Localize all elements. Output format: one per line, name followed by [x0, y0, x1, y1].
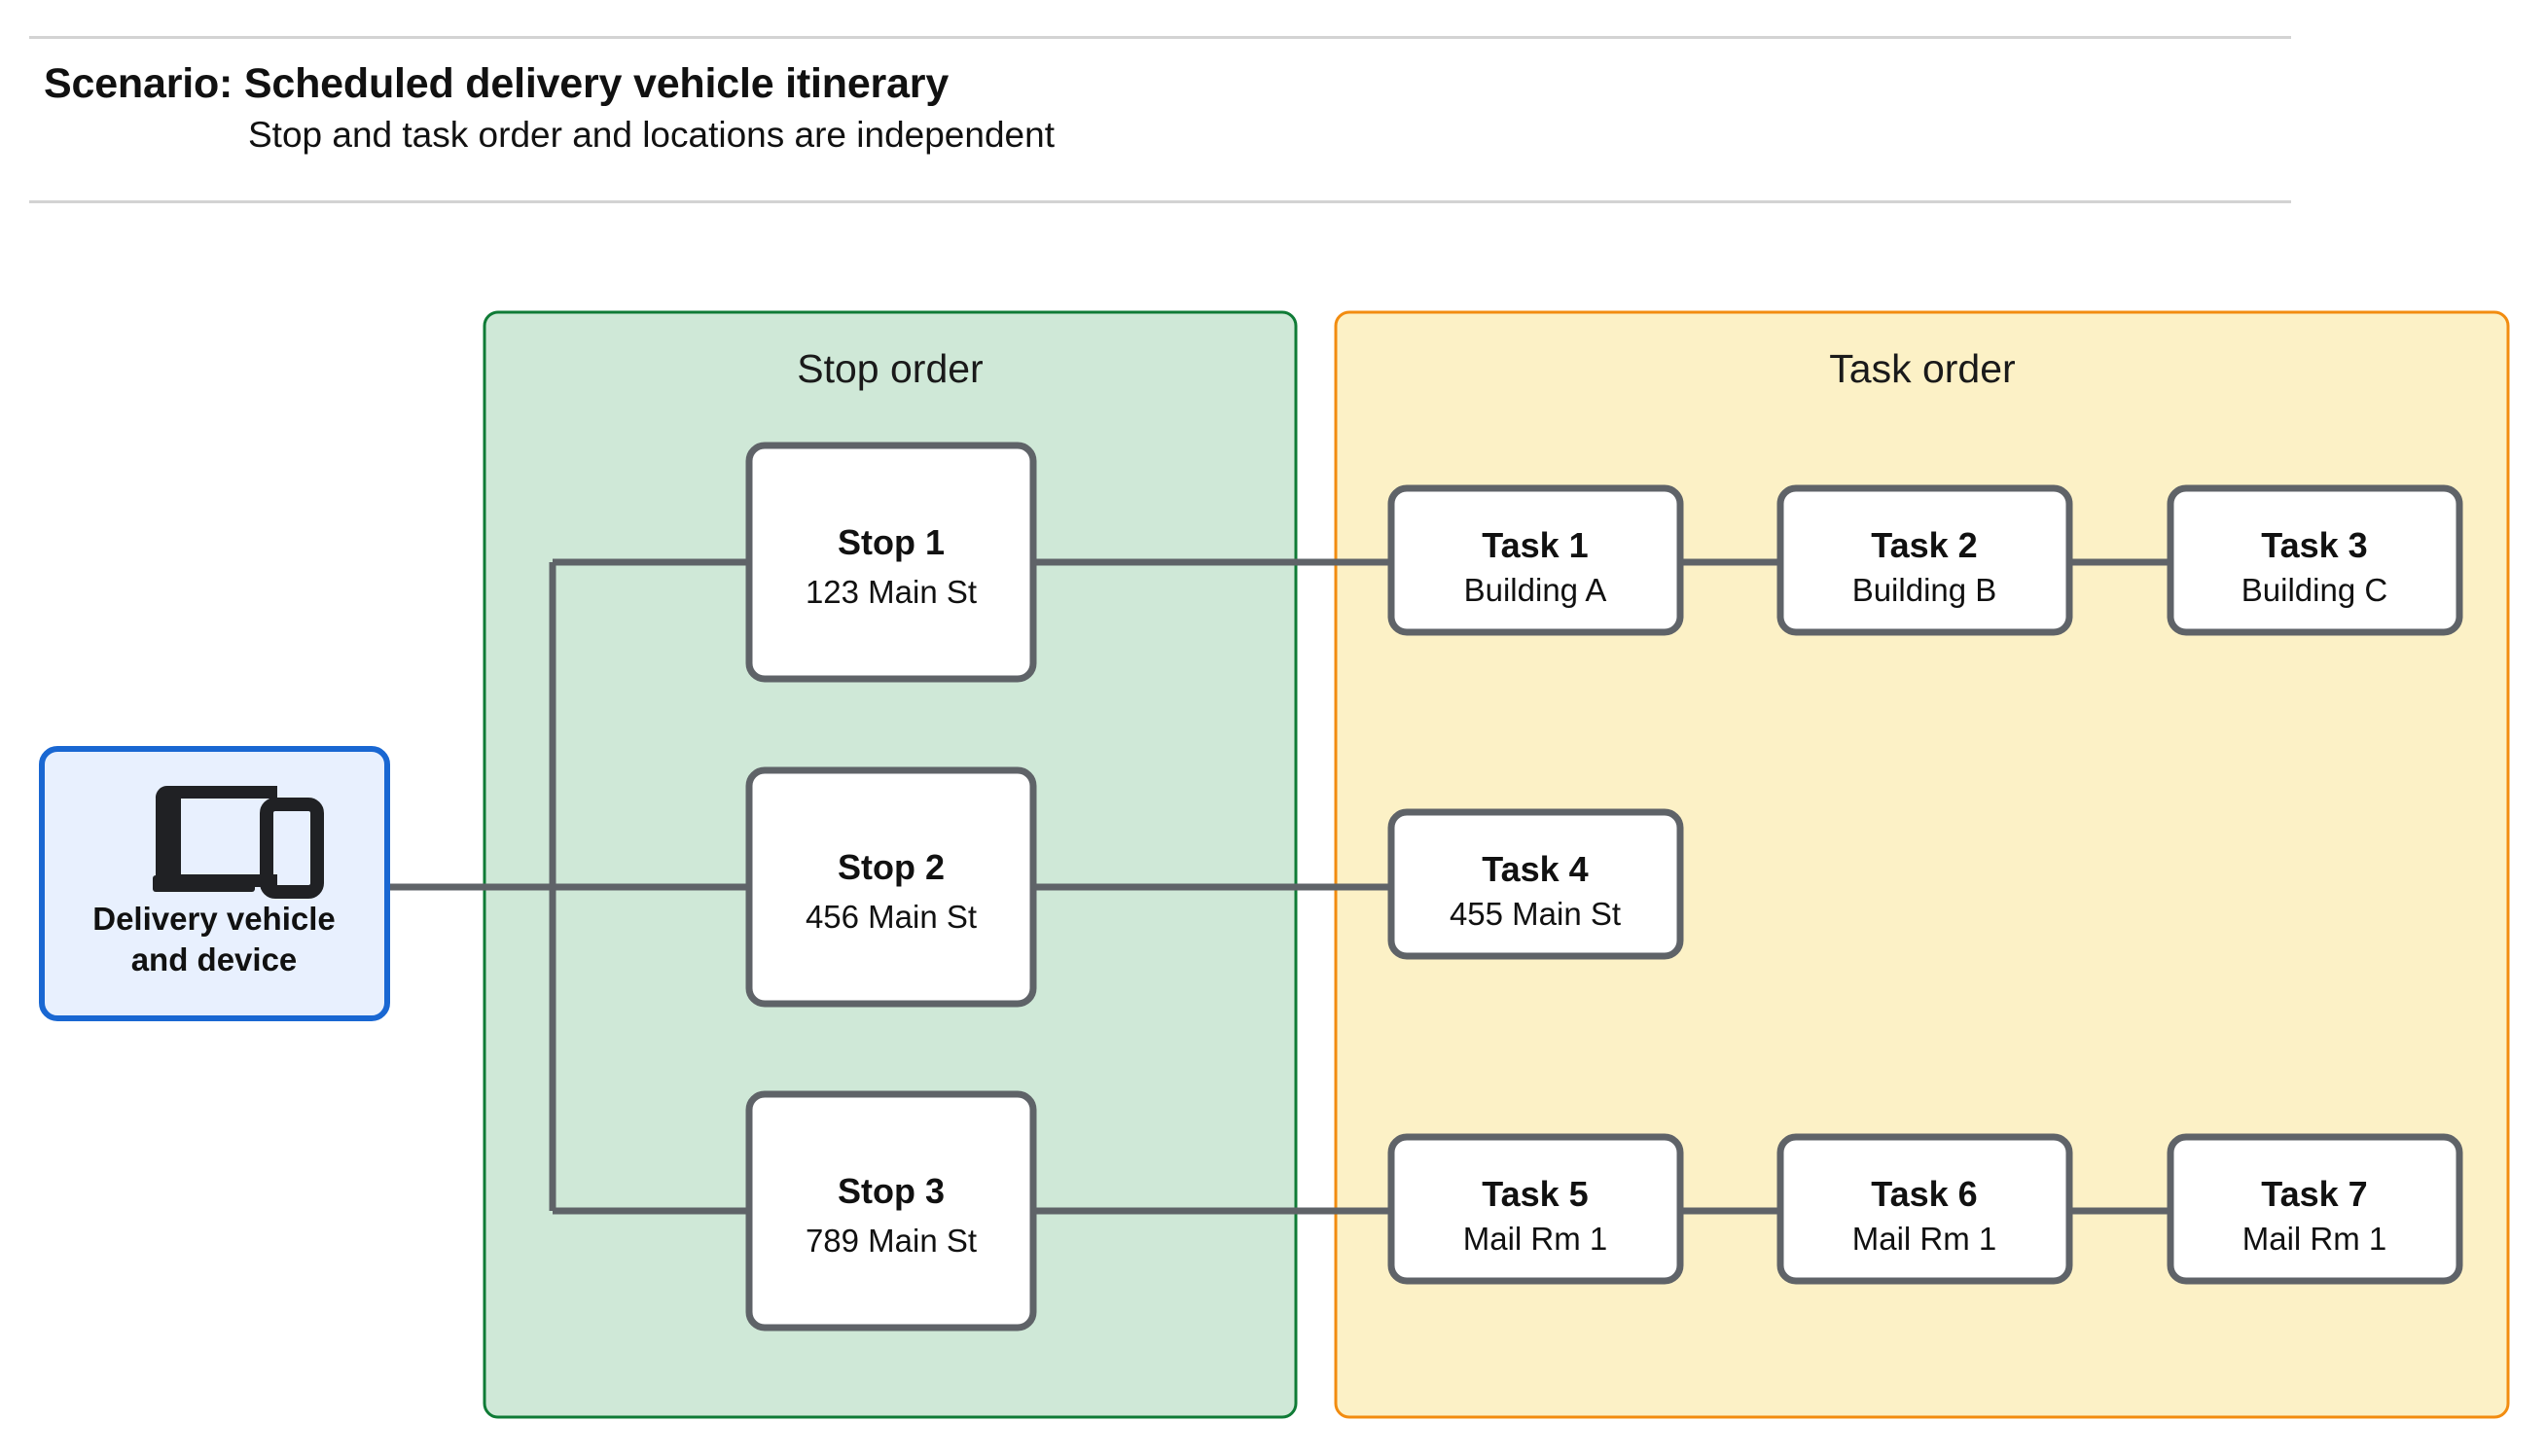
task-node-box[interactable] — [1387, 1133, 1684, 1285]
task-node-box[interactable] — [1776, 1133, 2073, 1285]
task-node-box[interactable] — [2167, 1133, 2463, 1285]
header-divider-bottom — [29, 200, 2291, 203]
task-order-title: Task order — [1829, 346, 2015, 391]
task-node-location: Mail Rm 1 — [1463, 1221, 1608, 1257]
delivery-vehicle-label-line2: and device — [131, 941, 298, 977]
stop-node-title: Stop 2 — [838, 847, 945, 887]
task-node-box[interactable] — [1387, 484, 1684, 636]
stop-node-location: 456 Main St — [806, 899, 977, 935]
task-node-location: Mail Rm 1 — [2242, 1221, 2387, 1257]
task-node-location: Building A — [1464, 572, 1607, 608]
task-node-title: Task 4 — [1482, 849, 1588, 889]
stop-node-box[interactable] — [745, 1090, 1037, 1332]
stop-node-3[interactable]: Stop 3 789 Main St — [745, 1090, 1037, 1332]
task-node-title: Task 2 — [1871, 525, 1977, 565]
page-title: Scenario: Scheduled delivery vehicle iti… — [44, 60, 950, 107]
task-node-title: Task 3 — [2261, 525, 2367, 565]
task-node-location: Building C — [2241, 572, 2387, 608]
stop-node-box[interactable] — [745, 442, 1037, 683]
task-node-location: 455 Main St — [1450, 896, 1621, 932]
stop-order-title: Stop order — [797, 346, 983, 391]
task-node-5[interactable]: Task 5 Mail Rm 1 — [1387, 1133, 1684, 1285]
stop-node-2[interactable]: Stop 2 456 Main St — [745, 766, 1037, 1008]
stop-node-location: 789 Main St — [806, 1223, 977, 1259]
task-node-7[interactable]: Task 7 Mail Rm 1 — [2167, 1133, 2463, 1285]
task-node-box[interactable] — [2167, 484, 2463, 636]
stop-node-title: Stop 1 — [838, 522, 945, 562]
devices-icon — [153, 785, 324, 899]
task-node-title: Task 7 — [2261, 1174, 2367, 1214]
connector-lines — [384, 558, 2170, 1215]
task-node-box[interactable] — [1776, 484, 2073, 636]
stop-node-location: 123 Main St — [806, 574, 977, 610]
delivery-vehicle-label-line1: Delivery vehicle — [92, 901, 336, 937]
task-node-2[interactable]: Task 2 Building B — [1776, 484, 2073, 636]
header-band: Scenario: Scheduled delivery vehicle iti… — [0, 0, 2546, 214]
header-divider-top — [29, 36, 2291, 39]
task-node-title: Task 6 — [1871, 1174, 1977, 1214]
task-node-1[interactable]: Task 1 Building A — [1387, 484, 1684, 636]
delivery-vehicle-node[interactable]: Delivery vehicle and device — [39, 746, 390, 1021]
task-node-3[interactable]: Task 3 Building C — [2167, 484, 2463, 636]
page-subtitle: Stop and task order and locations are in… — [248, 115, 1055, 155]
task-node-box[interactable] — [1387, 808, 1684, 960]
task-node-4[interactable]: Task 4 455 Main St — [1387, 808, 1684, 960]
task-node-location: Mail Rm 1 — [1852, 1221, 1997, 1257]
task-node-title: Task 5 — [1482, 1174, 1588, 1214]
stop-node-1[interactable]: Stop 1 123 Main St — [745, 442, 1037, 683]
task-node-6[interactable]: Task 6 Mail Rm 1 — [1776, 1133, 2073, 1285]
stop-node-box[interactable] — [745, 766, 1037, 1008]
task-node-title: Task 1 — [1482, 525, 1588, 565]
stop-node-title: Stop 3 — [838, 1171, 945, 1211]
task-node-location: Building B — [1852, 572, 1997, 608]
